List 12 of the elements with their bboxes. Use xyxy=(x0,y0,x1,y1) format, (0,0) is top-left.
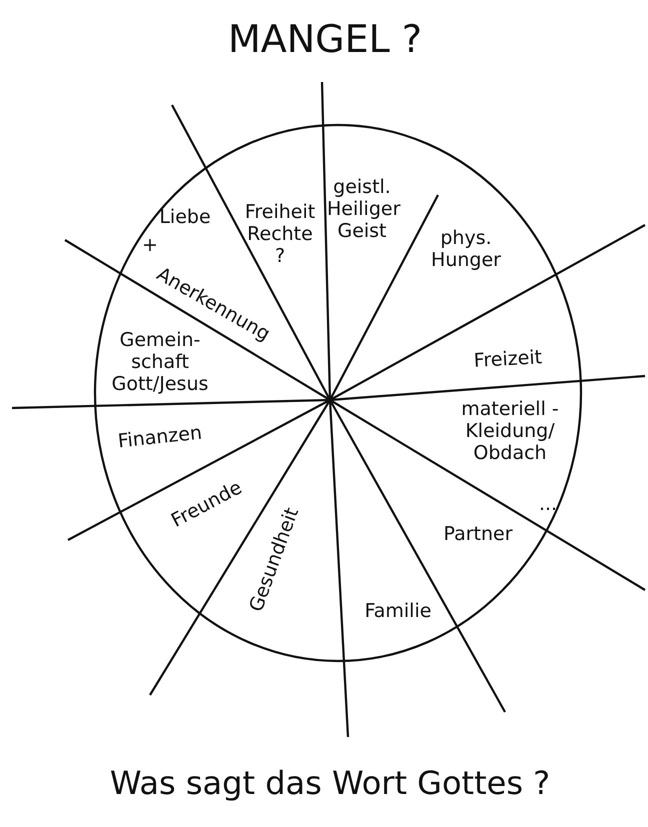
mark-label: + xyxy=(142,235,158,257)
segment-label: Freiheit Rechte ? xyxy=(244,202,316,268)
segment-label: Partner xyxy=(442,524,514,546)
caption: Was sagt das Wort Gottes ? xyxy=(108,765,552,802)
title: MANGEL ? xyxy=(226,18,424,62)
segment-label: materiell - Kleidung/ Obdach xyxy=(460,399,560,465)
segment-label: phys. Hunger xyxy=(430,228,502,272)
mark-label: ... xyxy=(538,494,558,516)
segment-label: Freizeit xyxy=(472,346,544,374)
segment-label: Familie xyxy=(364,601,432,623)
segment-label: Liebe xyxy=(158,207,212,229)
segment-label: Finanzen xyxy=(116,421,204,454)
